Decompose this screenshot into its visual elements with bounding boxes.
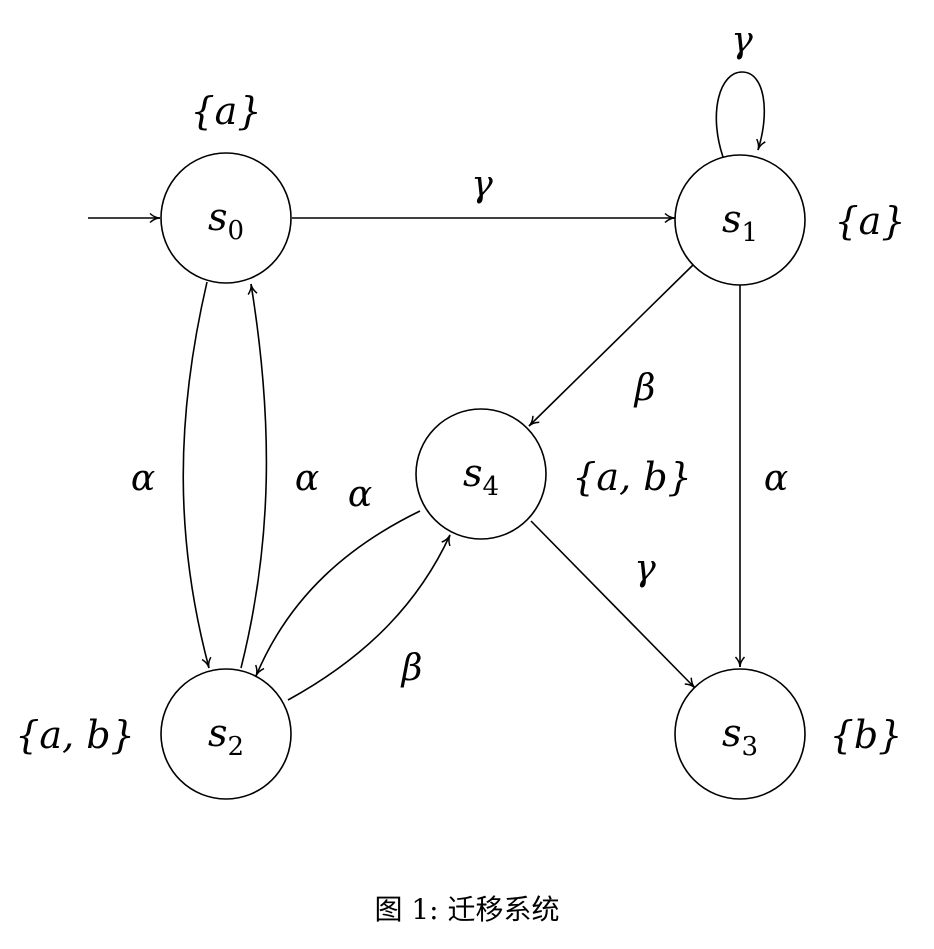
state-s4-base: s	[463, 451, 483, 495]
state-s4: s4	[415, 408, 547, 540]
svg-text:s1: s1	[722, 197, 758, 248]
edge-s4-s2	[255, 510, 421, 677]
state-s0-sub: 0	[227, 216, 244, 246]
label-s1: {a}	[834, 199, 905, 243]
state-s1-base: s	[722, 197, 742, 241]
figure-caption: 图 1: 迁移系统	[374, 893, 560, 926]
state-s0-base: s	[208, 195, 228, 239]
transition-system-diagram: s0 s1 s2 s3 s4 {a} {a} {a, b} {b} {a, b}…	[15, 20, 906, 800]
edge-s4-s3	[530, 520, 696, 689]
state-s3-base: s	[722, 711, 742, 755]
edge-label-s1-loop: γ	[731, 20, 753, 61]
svg-text:s0: s0	[208, 195, 244, 246]
state-s0: s0	[160, 152, 292, 284]
state-s3-sub: 3	[741, 732, 758, 762]
edge-s2-s0	[240, 283, 268, 669]
label-s0: {a}	[190, 89, 261, 133]
state-s4-sub: 4	[482, 472, 499, 502]
label-s2: {a, b}	[15, 713, 135, 757]
edge-label-s2-s4: β	[400, 648, 423, 689]
state-s2: s2	[160, 668, 292, 800]
edge-s2-s4	[287, 534, 451, 701]
svg-text:s2: s2	[208, 711, 244, 762]
edge-label-s2-s0: α	[295, 458, 319, 499]
svg-text:s4: s4	[463, 451, 499, 502]
edge-label-s1-s4: β	[633, 368, 656, 409]
state-s1: s1	[674, 154, 806, 286]
state-s2-sub: 2	[227, 732, 244, 762]
edge-label-s0-s2: α	[131, 458, 155, 499]
label-s3: {b}	[830, 713, 903, 757]
edge-label-s4-s2: α	[348, 474, 372, 515]
edge-label-s4-s3: γ	[634, 548, 656, 589]
edge-s1-loop	[715, 71, 766, 158]
state-s3: s3	[674, 668, 806, 800]
state-s2-base: s	[208, 711, 228, 755]
edge-s0-s2	[182, 281, 212, 669]
svg-text:s3: s3	[722, 711, 758, 762]
edge-label-s0-s1: γ	[471, 164, 493, 205]
label-s4: {a, b}	[572, 455, 692, 499]
edge-s1-s4	[528, 264, 694, 427]
state-s1-sub: 1	[741, 218, 758, 248]
edge-label-s1-s3: α	[764, 458, 788, 499]
